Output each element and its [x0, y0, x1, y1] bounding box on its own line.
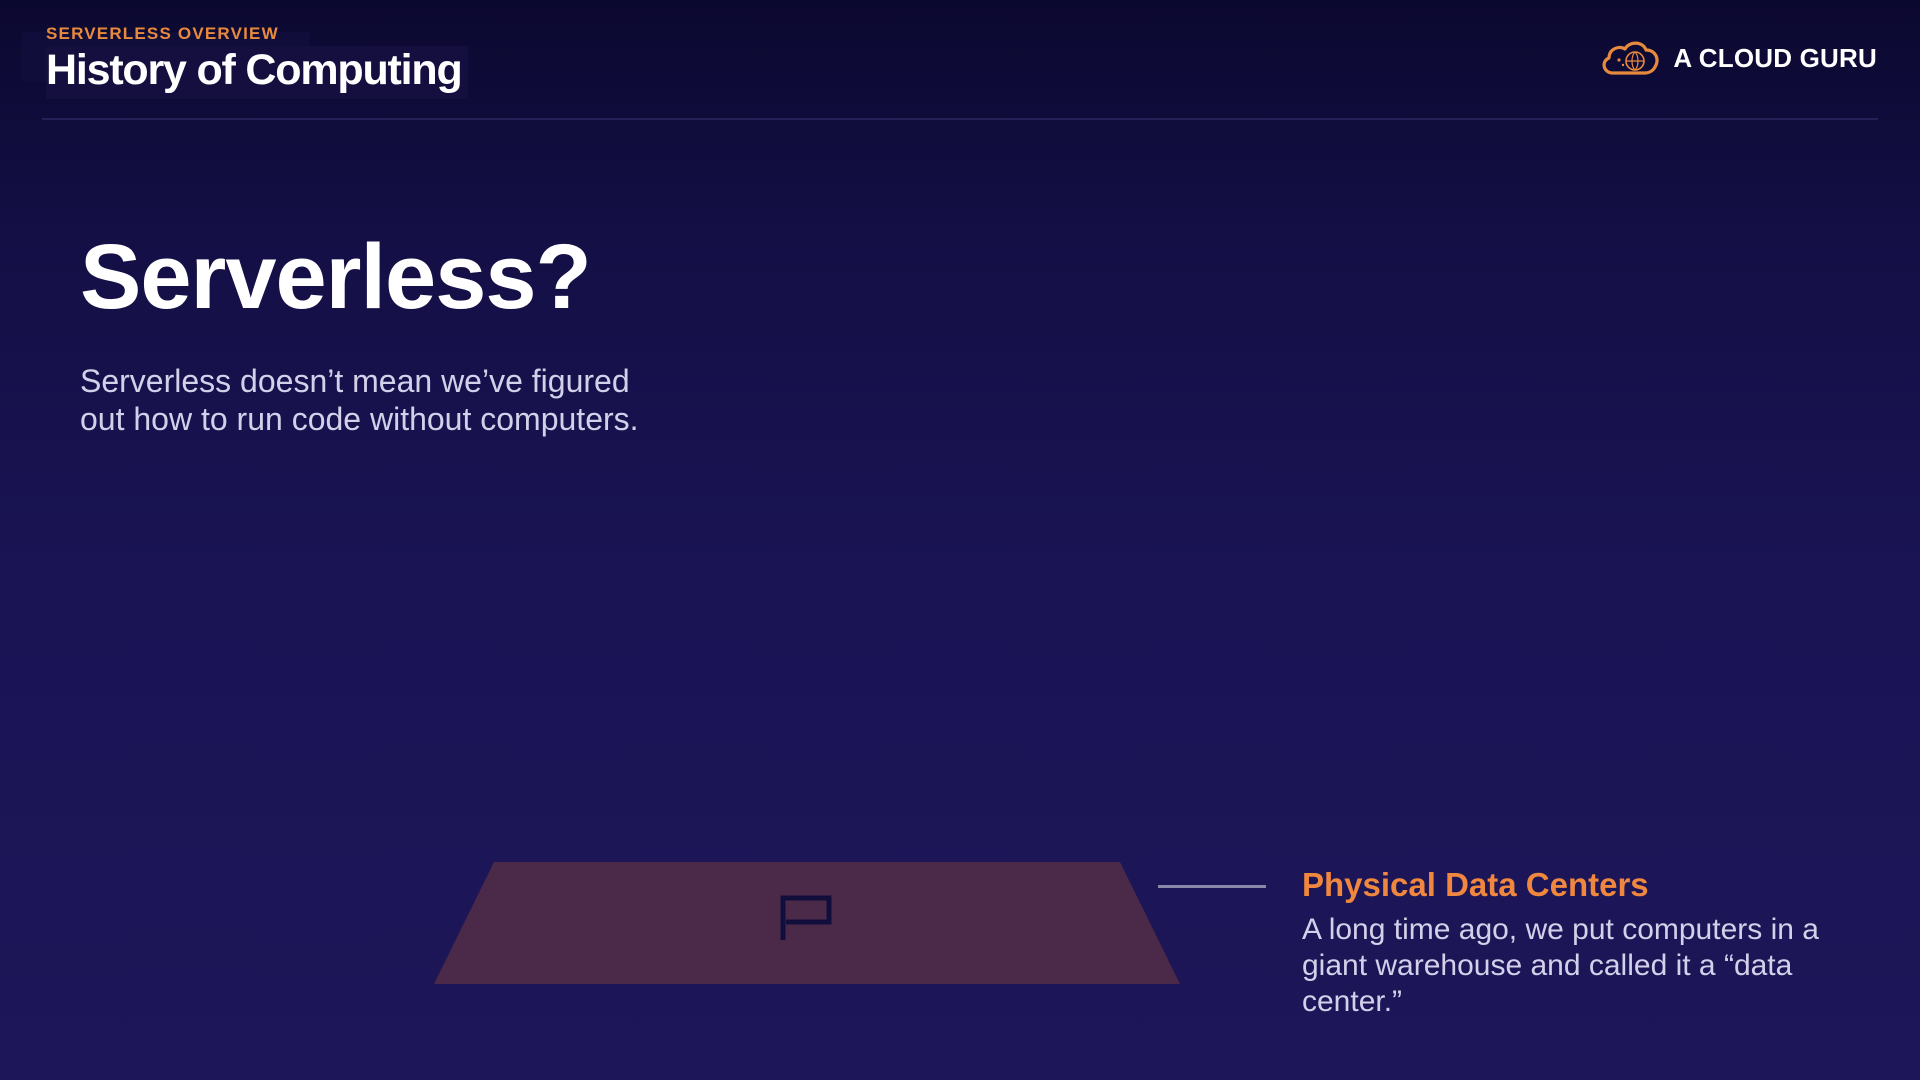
- section-eyebrow: SERVERLESS OVERVIEW: [46, 24, 279, 43]
- section-title: History of Computing: [46, 46, 468, 99]
- callout-title: Physical Data Centers: [1302, 866, 1649, 903]
- data-center-platform: [434, 862, 1180, 984]
- brand-logo: A CLOUD GURU: [1599, 38, 1877, 78]
- callout: Physical Data Centers A long time ago, w…: [1302, 866, 1862, 1020]
- flag-icon: [780, 895, 832, 940]
- header-divider: [42, 118, 1878, 120]
- callout-text: A long time ago, we put computers in a g…: [1302, 913, 1819, 1018]
- brand-name: A CLOUD GURU: [1673, 42, 1877, 73]
- cloud-logo-icon: [1599, 38, 1661, 78]
- slide-body-text: Serverless doesn’t mean we’ve figured ou…: [80, 363, 639, 437]
- slide-headline: Serverless?: [80, 226, 592, 328]
- callout-connector-line: [1158, 885, 1266, 888]
